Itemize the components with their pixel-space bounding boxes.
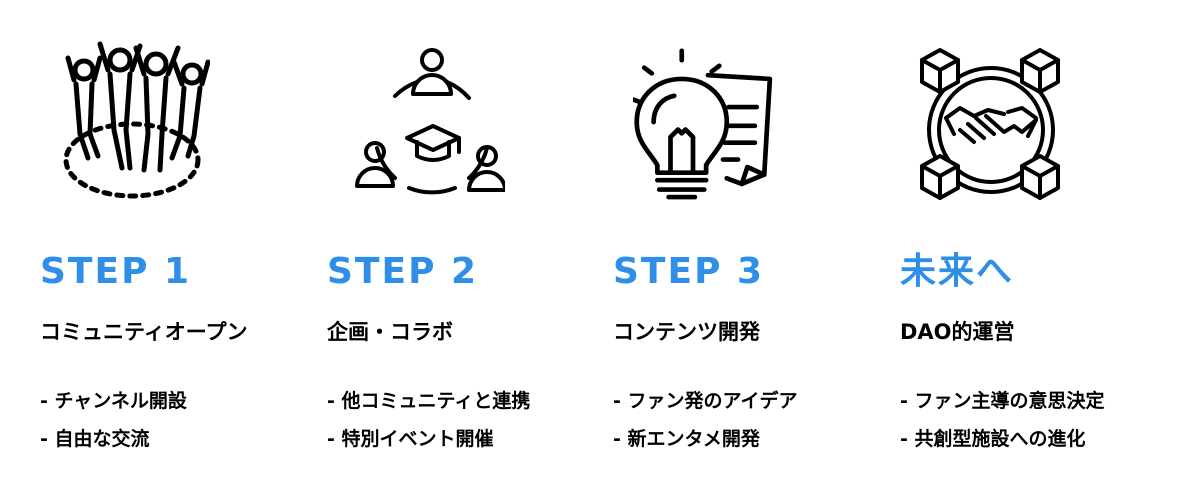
- list-item: - ファン主導の意思決定: [900, 390, 1105, 412]
- step-subtitle: コミュニティオープン: [40, 320, 248, 344]
- list-item: - 特別イベント開催: [327, 428, 494, 450]
- list-item: - 自由な交流: [40, 428, 150, 450]
- list-item: - ファン発のアイデア: [613, 390, 798, 412]
- step-bullet-list: - ファン主導の意思決定 - 共創型施設への進化: [900, 382, 1105, 458]
- step-subtitle: 企画・コラボ: [327, 320, 453, 344]
- list-item: - 他コミュニティと連携: [327, 390, 531, 412]
- step-2: STEP 2 企画・コラボ - 他コミュニティと連携 - 特別イベント開催: [327, 0, 597, 494]
- list-item: - 新エンタメ開発: [613, 428, 760, 450]
- community-people-icon: [60, 38, 210, 208]
- step-title: STEP 1: [40, 251, 192, 292]
- step-3: STEP 3 コンテンツ開発 - ファン発のアイデア - 新エンタメ開発: [613, 0, 883, 494]
- step-title: STEP 2: [327, 251, 479, 292]
- step-bullet-list: - 他コミュニティと連携 - 特別イベント開催: [327, 382, 530, 458]
- step-1: STEP 1 コミュニティオープン - チャンネル開設 - 自由な交流: [40, 0, 310, 494]
- step-future: 未来へ DAO的運営 - ファン主導の意思決定 - 共創型施設への進化: [900, 0, 1170, 494]
- step-bullet-list: - ファン発のアイデア - 新エンタメ開発: [613, 382, 798, 458]
- step-subtitle: コンテンツ開発: [613, 320, 760, 344]
- step-title: 未来へ: [900, 251, 1015, 292]
- step-subtitle: DAO的運営: [900, 320, 1015, 344]
- lightbulb-document-icon: [633, 38, 783, 208]
- list-item: - チャンネル開設: [40, 390, 187, 412]
- list-item: - 共創型施設への進化: [900, 428, 1086, 450]
- collaboration-icon: [355, 38, 505, 208]
- step-title: STEP 3: [613, 251, 765, 292]
- step-bullet-list: - チャンネル開設 - 自由な交流: [40, 382, 187, 458]
- blockchain-handshake-icon: [916, 38, 1066, 208]
